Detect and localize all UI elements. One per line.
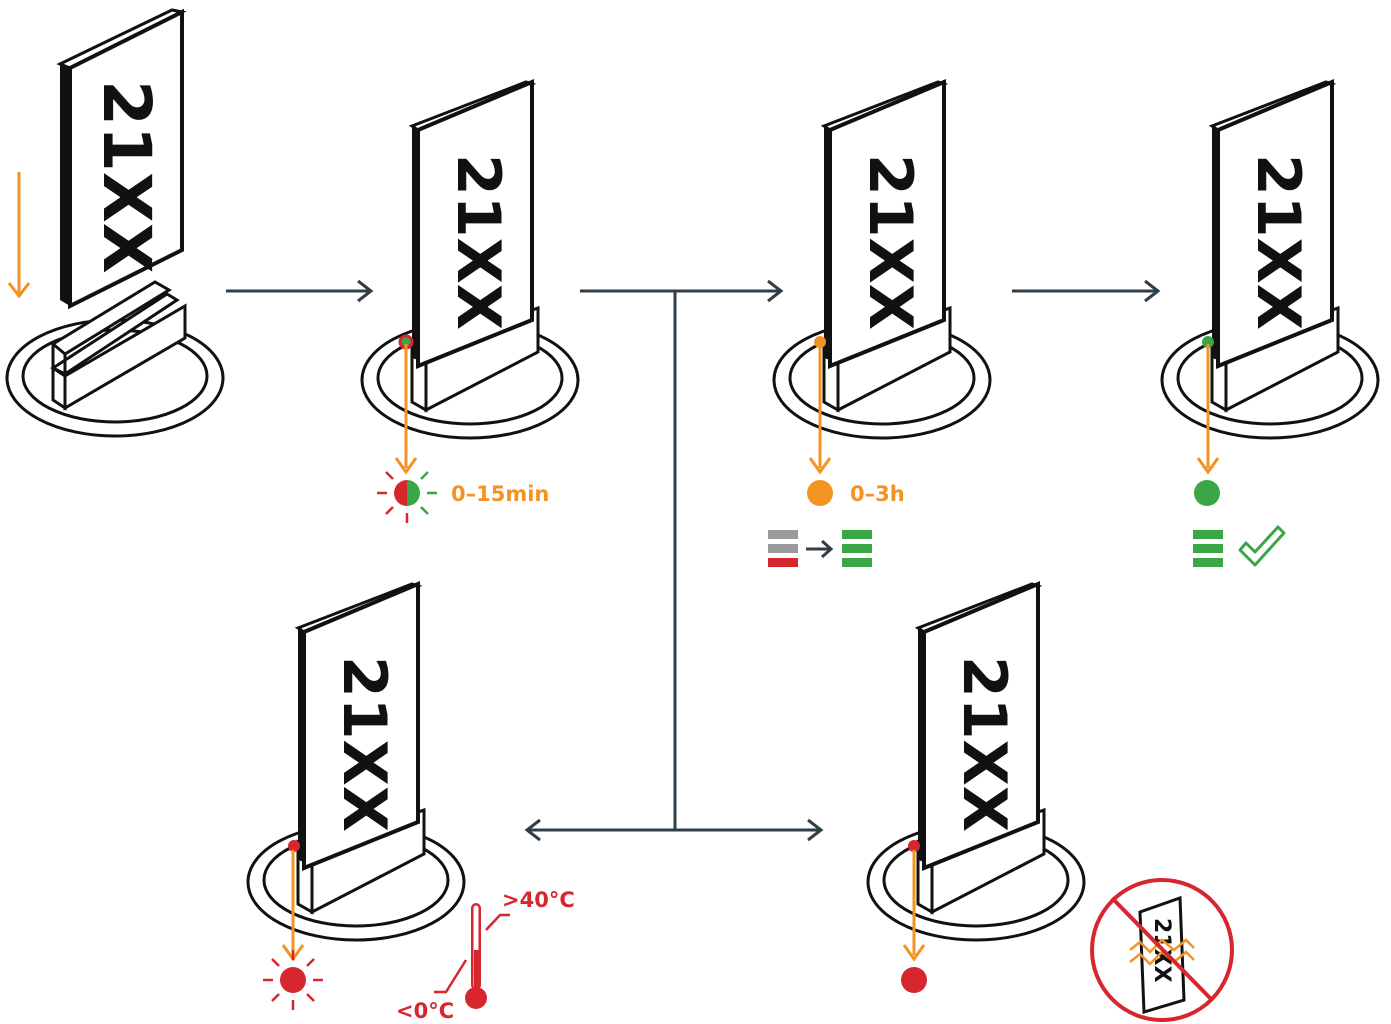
- led-arrow: [902, 850, 926, 962]
- card-label: 21XX: [88, 80, 165, 274]
- step-card-error: 21XX: [866, 580, 1086, 942]
- status-led: [814, 336, 826, 348]
- status-led: [908, 840, 920, 852]
- step-charging: 21XX: [772, 78, 992, 440]
- card-label: 21XX: [855, 154, 925, 330]
- raised-card: 21XX: [56, 8, 187, 310]
- insert-arrow-icon: [7, 172, 31, 299]
- led-arrow: [808, 344, 832, 475]
- green-led-icon: [1194, 480, 1220, 506]
- orange-led-icon: [807, 480, 833, 506]
- card-label: 21XX: [949, 656, 1019, 832]
- card-label: 21XX: [1243, 154, 1313, 330]
- led-arrow: [1196, 344, 1220, 475]
- time-label-charging: 0–3h: [850, 482, 905, 506]
- status-led: [288, 840, 300, 852]
- card-label: 21XX: [329, 656, 399, 832]
- battery-charging-icon: [768, 530, 872, 567]
- step-temperature-error: 21XX: [246, 580, 466, 942]
- time-label-initial: 0–15min: [451, 482, 549, 506]
- step-insert: [5, 280, 225, 438]
- red-led-icon: [901, 967, 927, 993]
- flow-arrows: [226, 279, 1161, 842]
- temp-low-label: <0°C: [396, 999, 454, 1023]
- thermometer-icon: [434, 903, 510, 1009]
- temp-high-label: >40°C: [502, 888, 575, 912]
- step-initial: 21XX: [360, 78, 580, 440]
- led-arrow: [394, 344, 418, 475]
- red-blinking-led-icon: [263, 950, 323, 1010]
- damaged-card-prohibited-icon: 21XX: [1090, 878, 1234, 1022]
- card-label: 21XX: [443, 154, 513, 330]
- step-charged: 21XX: [1160, 78, 1380, 440]
- battery-full-check-icon: [1193, 525, 1286, 567]
- red-green-blinking-led-icon: [377, 471, 437, 523]
- status-led: [1202, 336, 1214, 348]
